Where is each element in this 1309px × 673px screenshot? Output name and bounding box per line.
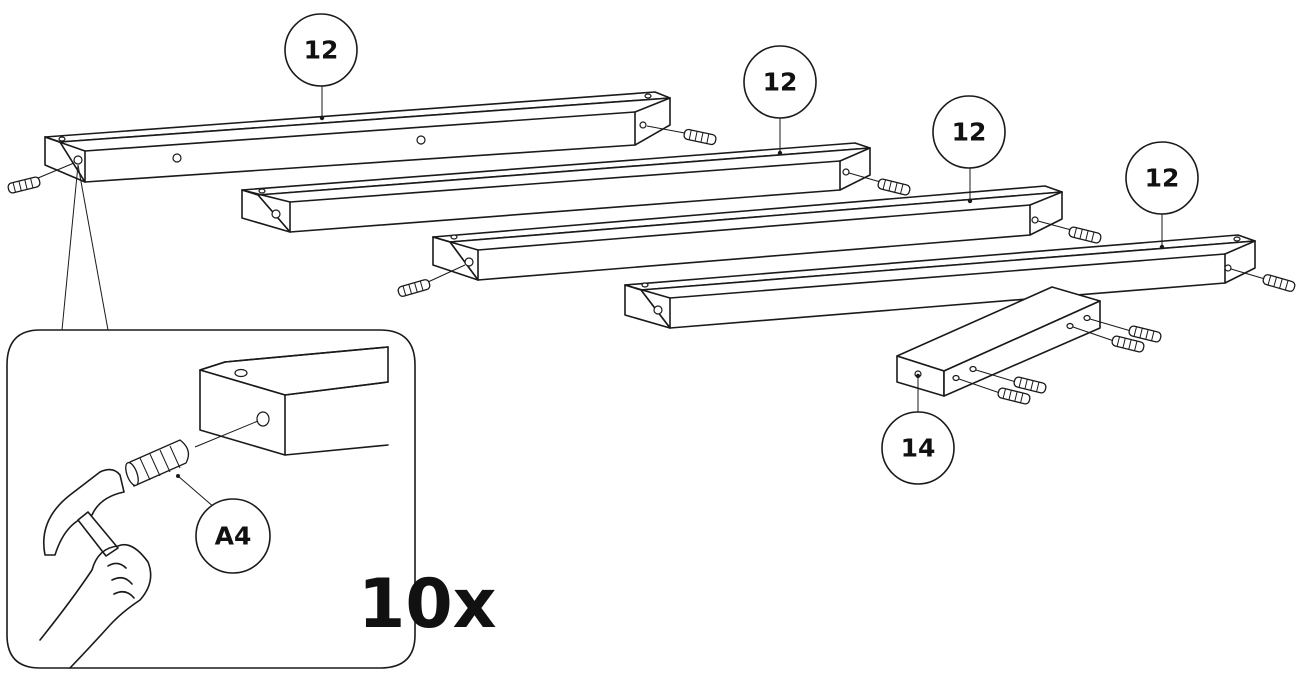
rail-1 [6,86,718,195]
callout-label: 14 [901,434,936,463]
dowel-icon [1012,375,1048,395]
callout-label: 12 [952,118,987,147]
dowel-icon [6,175,42,195]
hammer-icon [43,468,125,557]
dowel-icon [1261,273,1297,293]
dowel-icon [682,128,718,146]
rail-3 [396,166,1103,298]
callout-short-rail: 14 [881,411,955,485]
rail-end-detail [199,346,389,456]
hand-icon [39,543,152,669]
callout-rail-3: 12 [932,95,1006,169]
callout-dowel: A4 [195,498,271,574]
callout-label: 12 [1145,164,1180,193]
dowel-icon [876,177,912,197]
rail-2 [241,115,912,233]
callout-label: A4 [215,522,252,551]
short-rail [896,286,1163,418]
dowel-icon [1067,225,1103,245]
callout-rail-1: 12 [284,13,358,87]
callout-rail-2: 12 [743,45,817,119]
detail-panel [6,164,416,669]
dowel-icon [996,386,1032,406]
callout-rail-4: 12 [1125,141,1199,215]
rail-4 [624,213,1297,329]
quantity-label: 10x [358,565,497,644]
callout-label: 12 [304,36,339,65]
dowel-icon [396,278,432,298]
callout-label: 12 [763,68,798,97]
dowel-icon [125,420,259,487]
